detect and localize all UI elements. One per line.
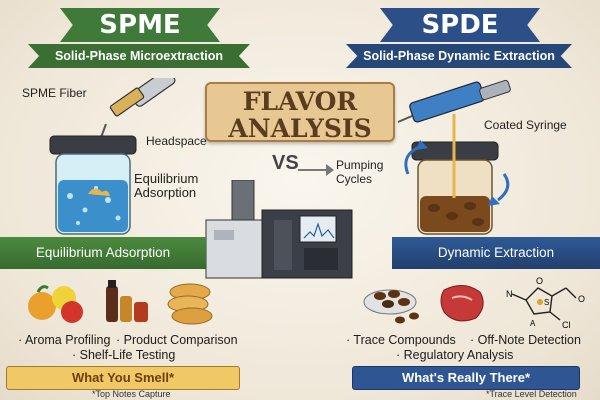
pumping-label-line1: Pumping xyxy=(336,158,384,172)
gc-ms-instrument-icon xyxy=(205,180,353,279)
spde-vial-illustration xyxy=(397,79,511,235)
top-notes-footnote: *Top Notes Capture xyxy=(92,389,171,399)
flavor-analysis-banner: FLAVOR ANALYSIS xyxy=(205,82,395,142)
right-products-illustration: N O S Cl A O xyxy=(363,276,585,330)
bullet-shelf-life-testing: · Shelf-Life Testing xyxy=(72,348,176,362)
spde-subtitle: Solid-Phase Dynamic Extraction xyxy=(346,44,572,68)
spde-title-ribbon: SPDE xyxy=(380,8,540,42)
cookies-icon xyxy=(167,283,213,325)
bottles-icon xyxy=(106,280,148,322)
molecule-atom-o: O xyxy=(536,276,543,286)
banner-line2: ANALYSIS xyxy=(228,114,372,143)
bullet-aroma-profiling: · Aroma Profiling xyxy=(18,333,111,347)
pumping-cycles-label: Pumping Cycles xyxy=(336,158,383,186)
meat-icon xyxy=(440,285,484,322)
molecule-atom-s: S xyxy=(544,298,549,307)
bullet-trace-compounds: · Trace Compounds xyxy=(346,333,456,347)
bullet-product-comparison: · Product Comparison xyxy=(116,333,238,347)
left-products-illustration xyxy=(28,280,213,325)
headspace-label: Headspace xyxy=(146,134,207,148)
syringe-icon xyxy=(397,79,511,123)
equilibrium-label: Equilibrium Adsorption xyxy=(134,172,198,200)
spme-subtitle: Solid-Phase Microextraction xyxy=(28,44,250,68)
spme-title-ribbon: SPME xyxy=(60,8,220,42)
spme-vial-illustration xyxy=(49,78,176,235)
vial-icon xyxy=(411,114,499,235)
fruit-icon xyxy=(28,285,83,323)
trace-level-footnote: *Trace Level Detection xyxy=(486,389,577,399)
banner-line1: FLAVOR xyxy=(242,87,358,116)
molecule-atom-o2: O xyxy=(578,294,585,304)
molecule-icon: N O S Cl A O xyxy=(506,276,585,330)
equilibrium-label-line1: Equilibrium xyxy=(134,171,199,186)
molecule-atom-a: A xyxy=(530,319,536,328)
dynamic-extraction-band: Dynamic Extraction xyxy=(392,237,600,269)
pumping-label-line2: Cycles xyxy=(336,172,373,186)
molecule-atom-cl: Cl xyxy=(562,320,571,330)
equilibrium-label-line2: Adsorption xyxy=(134,185,197,200)
bullet-off-note-detection: · Off-Note Detection xyxy=(470,333,581,347)
bullet-regulatory-analysis: · Regulatory Analysis xyxy=(396,348,514,362)
spme-fiber-label: SPME Fiber xyxy=(22,86,87,100)
coffee-beans-icon xyxy=(363,289,419,324)
arrow-right-icon xyxy=(298,164,334,176)
what-you-smell-footer: What You Smell* xyxy=(6,366,240,390)
whats-really-there-footer: What's Really There* xyxy=(352,366,580,390)
molecule-atom-n: N xyxy=(506,289,513,299)
vial-icon xyxy=(49,135,137,235)
equilibrium-adsorption-band: Equilibrium Adsorption xyxy=(0,237,206,269)
coated-syringe-label: Coated Syringe xyxy=(484,118,567,132)
vs-label: VS xyxy=(272,152,299,174)
